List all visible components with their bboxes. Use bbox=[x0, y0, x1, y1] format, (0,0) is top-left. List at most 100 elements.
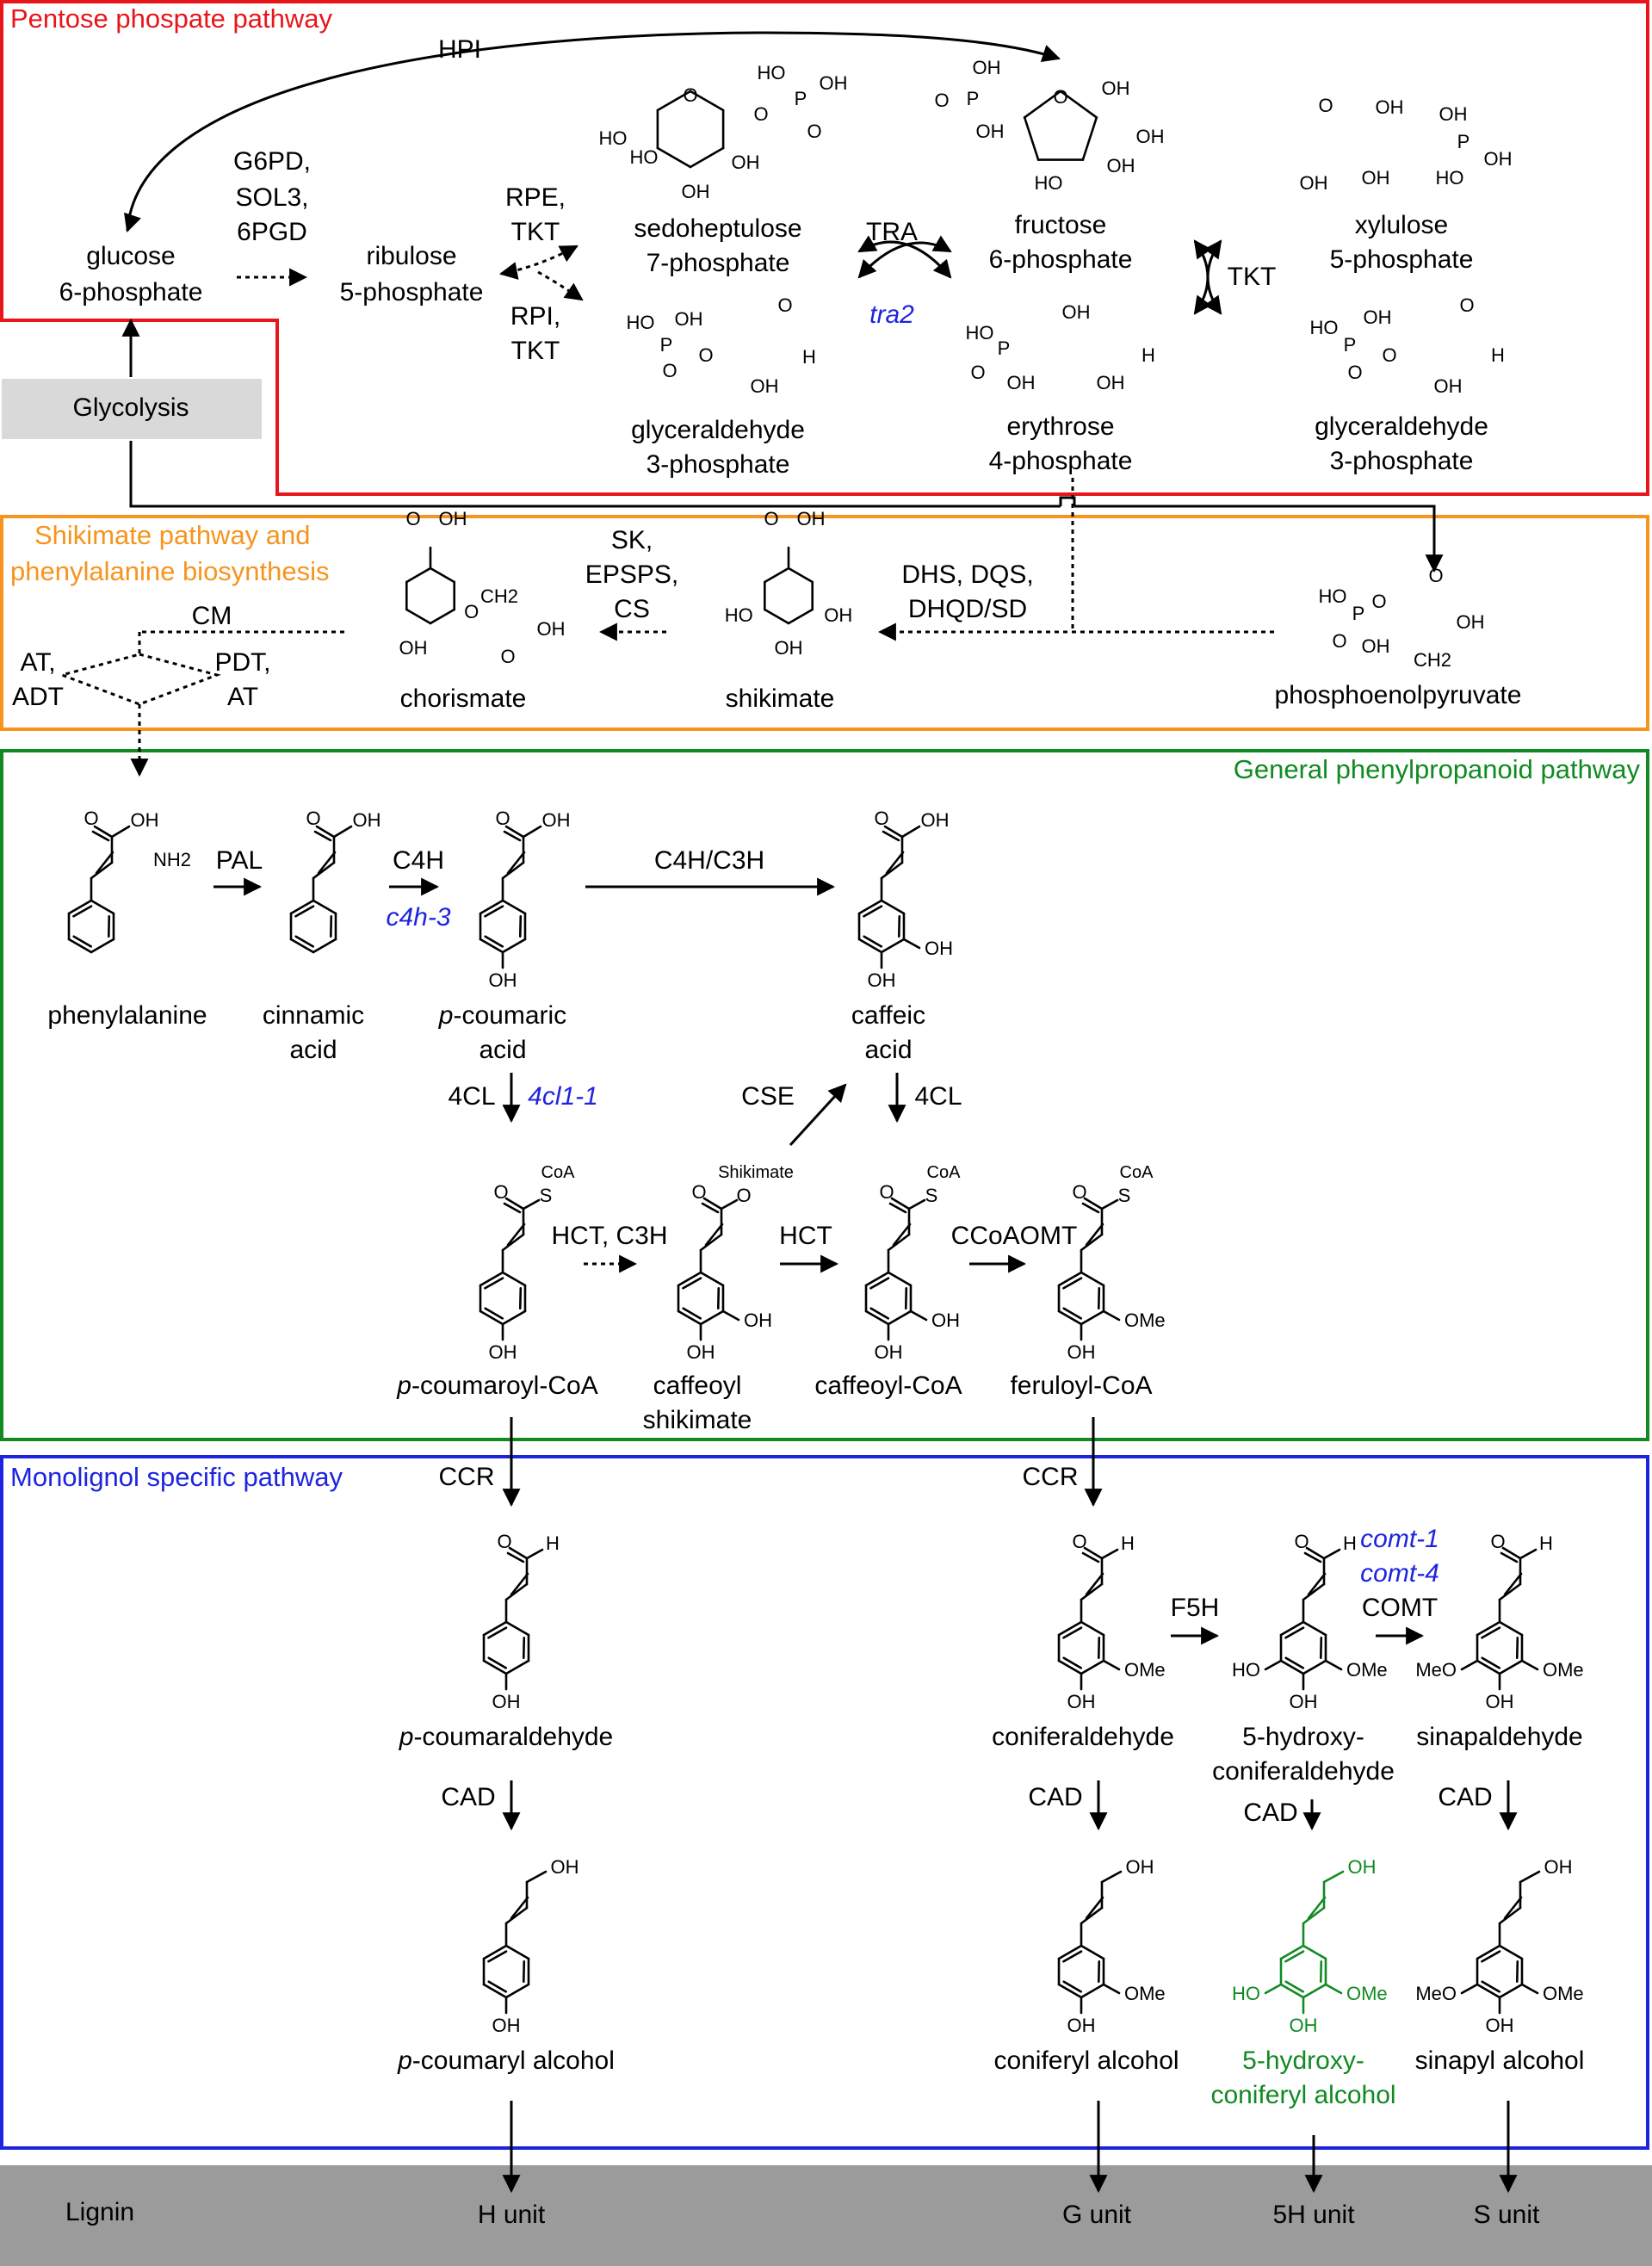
lignin-g-unit: G unit bbox=[1061, 2201, 1132, 2229]
compound-erythrose-l1: erythrose bbox=[1006, 412, 1115, 441]
ring-bond bbox=[501, 1309, 527, 1326]
carbonyl-bond bbox=[91, 830, 110, 842]
atom-label: OH bbox=[1484, 148, 1513, 170]
carbonyl-bond bbox=[508, 1546, 529, 1560]
enzyme-cad-2: CAD bbox=[1028, 1783, 1083, 1811]
compound-sedoheptulose-l1: sedoheptulose bbox=[634, 214, 802, 243]
general-section-label: General phenylpropanoid pathway bbox=[1233, 754, 1640, 784]
chain-bond bbox=[90, 861, 114, 880]
atom-label: OH bbox=[1107, 155, 1135, 176]
italic-prefix: p bbox=[398, 2046, 412, 2075]
glycolysis-to-pep-line bbox=[129, 441, 1434, 571]
enzyme-cm: CM bbox=[191, 602, 232, 630]
atom-label: OH bbox=[537, 618, 566, 640]
enzyme-tkt-2: TKT bbox=[510, 337, 560, 365]
atom-label: O bbox=[1459, 294, 1474, 316]
chain-bond bbox=[501, 1233, 525, 1252]
atom-label: HO bbox=[599, 127, 628, 149]
chain-double-bond bbox=[885, 851, 905, 875]
alcohol-bond bbox=[1519, 1870, 1541, 1884]
meta-substituent-label: OH bbox=[925, 938, 953, 959]
atom-label: H bbox=[1142, 344, 1155, 366]
carbonyl-bond bbox=[313, 830, 332, 842]
tkt-arrow-2 bbox=[1203, 239, 1222, 315]
thioester-bond bbox=[1100, 1198, 1119, 1210]
atom-label: O bbox=[1318, 95, 1333, 116]
oxygen-label: O bbox=[879, 1181, 894, 1203]
chain-bond bbox=[501, 861, 525, 880]
compound-g3p-a-l1: glyceraldehyde bbox=[631, 416, 805, 444]
atom-label: O bbox=[662, 360, 677, 381]
ring-bond bbox=[1057, 1983, 1083, 1999]
pentose-section-box bbox=[0, 0, 1649, 496]
chain-double-bond bbox=[510, 1572, 529, 1596]
ring-bond bbox=[482, 1944, 508, 1960]
para-hydroxyl-label: OH bbox=[492, 1691, 521, 1712]
ring-double-bond bbox=[863, 935, 883, 948]
enzyme-pdt-at: AT bbox=[226, 683, 259, 711]
meta-substituent-label: OMe bbox=[1124, 1309, 1166, 1331]
carbonyl-bond bbox=[1303, 1551, 1322, 1563]
hydrogen-label: H bbox=[1121, 1532, 1135, 1554]
atom-label: HO bbox=[966, 322, 994, 344]
atom-label: P bbox=[660, 334, 673, 356]
ring-bond bbox=[864, 1309, 890, 1326]
compound-caffeoyl-shikimate-l2: shikimate bbox=[642, 1406, 752, 1434]
carbonyl-bond bbox=[882, 830, 900, 842]
atom-label: OH bbox=[682, 181, 710, 202]
hpi-arrow bbox=[126, 31, 1061, 232]
atom-label: O bbox=[764, 508, 778, 529]
enzyme-dhqd-sd: DHQD/SD bbox=[907, 595, 1028, 623]
atom-label: OH bbox=[1434, 375, 1463, 397]
ring-bond bbox=[1279, 1659, 1305, 1675]
compound-ribulose-l2: 5-phosphate bbox=[339, 278, 484, 306]
chain-double-bond bbox=[510, 1896, 529, 1920]
ring-double-bond bbox=[518, 1287, 523, 1309]
enzyme-rpi: RPI, bbox=[510, 302, 561, 331]
name-rest: -coumaric bbox=[453, 1001, 567, 1030]
compound-phenylalanine: phenylalanine bbox=[47, 1001, 207, 1030]
atom-label: OH bbox=[439, 508, 467, 529]
chain-bond bbox=[880, 861, 904, 880]
carbonyl-bond bbox=[883, 825, 904, 839]
atom-label: OH bbox=[1300, 172, 1328, 194]
ring-double-bond bbox=[107, 915, 111, 938]
furanose-bond bbox=[1059, 90, 1098, 119]
compound-fructose-l2: 6-phosphate bbox=[988, 245, 1133, 274]
atom-label: O bbox=[1371, 591, 1386, 612]
ring-double-bond bbox=[522, 1960, 526, 1983]
chain-bond bbox=[1498, 1582, 1522, 1601]
ring-bond bbox=[887, 1271, 913, 1287]
carbonyl-bond bbox=[702, 1197, 723, 1210]
ring-bond bbox=[1080, 1983, 1105, 1999]
chain-double-bond bbox=[1085, 1896, 1104, 1920]
ring-bond bbox=[67, 938, 93, 954]
meta-substituent-label: HO bbox=[1232, 1983, 1260, 2004]
atom-label: O bbox=[970, 362, 985, 383]
atom-label: HO bbox=[1310, 317, 1339, 338]
atom-label: OH bbox=[1136, 126, 1165, 147]
oxygen-label: O bbox=[691, 1181, 706, 1203]
coa-group-label: CoA bbox=[1120, 1163, 1154, 1182]
atom-label: O bbox=[807, 121, 821, 142]
ring-bond bbox=[1279, 1620, 1305, 1637]
pentose-section-label: Pentose phospate pathway bbox=[10, 3, 332, 34]
para-hydroxyl-label: OH bbox=[489, 1341, 517, 1363]
para-hydroxyl-label: OH bbox=[492, 2015, 521, 2036]
hydroxyl-label: OH bbox=[131, 809, 159, 831]
compound-p-coumaric: p-coumaric bbox=[439, 1000, 566, 1031]
atom-label: CH2 bbox=[480, 585, 518, 607]
coa-group-label: CoA bbox=[927, 1163, 962, 1182]
ring-bond bbox=[312, 938, 337, 954]
ring-double-bond bbox=[869, 1307, 890, 1320]
thioester-bond bbox=[720, 1198, 739, 1210]
ring-bond bbox=[1498, 1983, 1524, 1999]
atom-label: HO bbox=[725, 604, 753, 626]
ring-bond bbox=[1057, 1944, 1083, 1960]
rpe-arrow bbox=[498, 245, 579, 280]
atom-label: O bbox=[500, 646, 515, 667]
alcohol-bond bbox=[1100, 1870, 1123, 1884]
enzyme-cad-4: CAD bbox=[1438, 1783, 1493, 1811]
carbonyl-bond bbox=[93, 825, 114, 839]
atom-label: OH bbox=[824, 604, 852, 626]
